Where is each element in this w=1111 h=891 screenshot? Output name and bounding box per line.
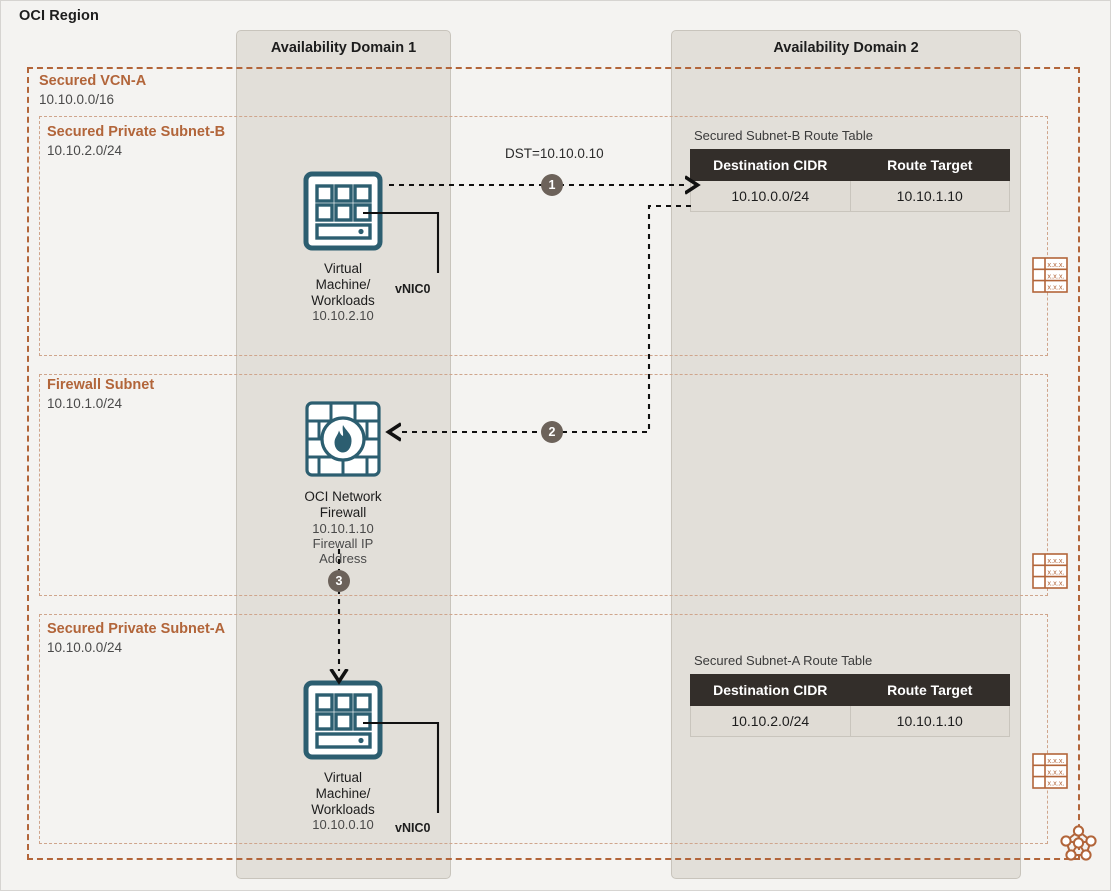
column-header-route-target: Route Target xyxy=(849,149,1010,181)
vnic0-label-b: vNIC0 xyxy=(395,282,431,296)
cell-destination-cidr: 10.10.0.0/24 xyxy=(690,180,851,212)
firewall-subnet-name: Firewall Subnet xyxy=(47,377,155,393)
subnet-b-cidr: 10.10.2.0/24 xyxy=(47,143,123,159)
table-header-row: Destination CIDR Route Target xyxy=(690,674,1010,706)
step-badge-3: 3 xyxy=(328,570,350,592)
subnet-a-cidr: 10.10.0.0/24 xyxy=(47,640,123,656)
cell-route-target: 10.10.1.10 xyxy=(849,180,1010,212)
column-header-route-target: Route Target xyxy=(849,674,1010,706)
route-table-a-table: Destination CIDR Route Target 10.10.2.0/… xyxy=(690,674,1010,737)
svg-text:x.x.x.: x.x.x. xyxy=(1047,556,1064,565)
route-table-b-table: Destination CIDR Route Target 10.10.0.0/… xyxy=(690,149,1010,212)
svg-text:x.x.x.: x.x.x. xyxy=(1047,756,1064,765)
vm-workload-a-node: Virtual Machine/ Workloads 10.10.0.10 xyxy=(283,680,403,833)
route-table-subnet-a: Secured Subnet-A Route Table Destination… xyxy=(690,653,1010,737)
firewall-ip: 10.10.1.10 Firewall IP Address xyxy=(312,520,374,566)
route-table-icon-2: x.x.x. x.x.x. x.x.x. xyxy=(1031,551,1069,596)
subnet-b-label: Secured Private Subnet-B 10.10.2.0/24 xyxy=(47,124,225,159)
firewall-subnet-label: Firewall Subnet 10.10.1.0/24 xyxy=(47,377,154,412)
virtual-machine-icon xyxy=(303,680,383,760)
route-table-b-caption: Secured Subnet-B Route Table xyxy=(694,128,873,143)
vm-workload-b-label: Virtual Machine/ Workloads xyxy=(311,261,375,308)
vm-workload-a-label: Virtual Machine/ Workloads xyxy=(311,770,375,817)
firewall-label: OCI Network Firewall xyxy=(304,489,382,520)
table-row: 10.10.2.0/24 10.10.1.10 xyxy=(690,705,1010,737)
route-table-icon-1: x.x.x. x.x.x. x.x.x. xyxy=(1031,255,1069,300)
subnet-a-name: Secured Private Subnet-A xyxy=(47,621,226,637)
route-table-subnet-b: Secured Subnet-B Route Table Destination… xyxy=(690,128,1010,212)
svg-text:x.x.x.: x.x.x. xyxy=(1047,260,1064,269)
availability-domain-1-title: Availability Domain 1 xyxy=(270,40,417,56)
virtual-machine-icon xyxy=(303,171,383,251)
dst-label: DST=10.10.0.10 xyxy=(505,146,604,161)
svg-text:x.x.x.: x.x.x. xyxy=(1047,283,1064,292)
vcn-name: Secured VCN-A xyxy=(39,73,147,89)
vcn-cidr: 10.10.0.0/16 xyxy=(39,92,115,108)
cell-route-target: 10.10.1.10 xyxy=(849,705,1010,737)
table-row: 10.10.0.0/24 10.10.1.10 xyxy=(690,180,1010,212)
network-mesh-icon xyxy=(1056,821,1101,871)
route-table-icon-3: x.x.x. x.x.x. x.x.x. xyxy=(1031,751,1069,796)
column-header-destination-cidr: Destination CIDR xyxy=(690,674,851,706)
subnet-b-name: Secured Private Subnet-B xyxy=(47,124,226,140)
vnic0-label-a: vNIC0 xyxy=(395,821,431,835)
svg-text:x.x.x.: x.x.x. xyxy=(1047,579,1064,588)
vm-workload-b-ip: 10.10.2.10 xyxy=(312,308,374,324)
svg-text:x.x.x.: x.x.x. xyxy=(1047,567,1064,576)
cell-destination-cidr: 10.10.2.0/24 xyxy=(690,705,851,737)
oci-network-firewall-node: OCI Network Firewall 10.10.1.10 Firewall… xyxy=(283,399,403,566)
column-header-destination-cidr: Destination CIDR xyxy=(690,149,851,181)
vm-workload-a-ip: 10.10.0.10 xyxy=(312,817,374,833)
region-title: OCI Region xyxy=(19,8,99,24)
step-badge-1: 1 xyxy=(541,174,563,196)
svg-text:x.x.x.: x.x.x. xyxy=(1047,767,1064,776)
route-table-a-caption: Secured Subnet-A Route Table xyxy=(694,653,873,668)
availability-domain-2-title: Availability Domain 2 xyxy=(773,40,919,56)
table-header-row: Destination CIDR Route Target xyxy=(690,149,1010,181)
subnet-a-label: Secured Private Subnet-A 10.10.0.0/24 xyxy=(47,621,225,656)
firewall-icon xyxy=(305,401,381,477)
vcn-label: Secured VCN-A 10.10.0.0/16 xyxy=(39,73,146,108)
svg-text:x.x.x.: x.x.x. xyxy=(1047,779,1064,788)
firewall-subnet-cidr: 10.10.1.0/24 xyxy=(47,396,123,412)
vm-workload-b-node: Virtual Machine/ Workloads 10.10.2.10 xyxy=(283,171,403,324)
svg-text:x.x.x.: x.x.x. xyxy=(1047,271,1064,280)
step-badge-2: 2 xyxy=(541,421,563,443)
